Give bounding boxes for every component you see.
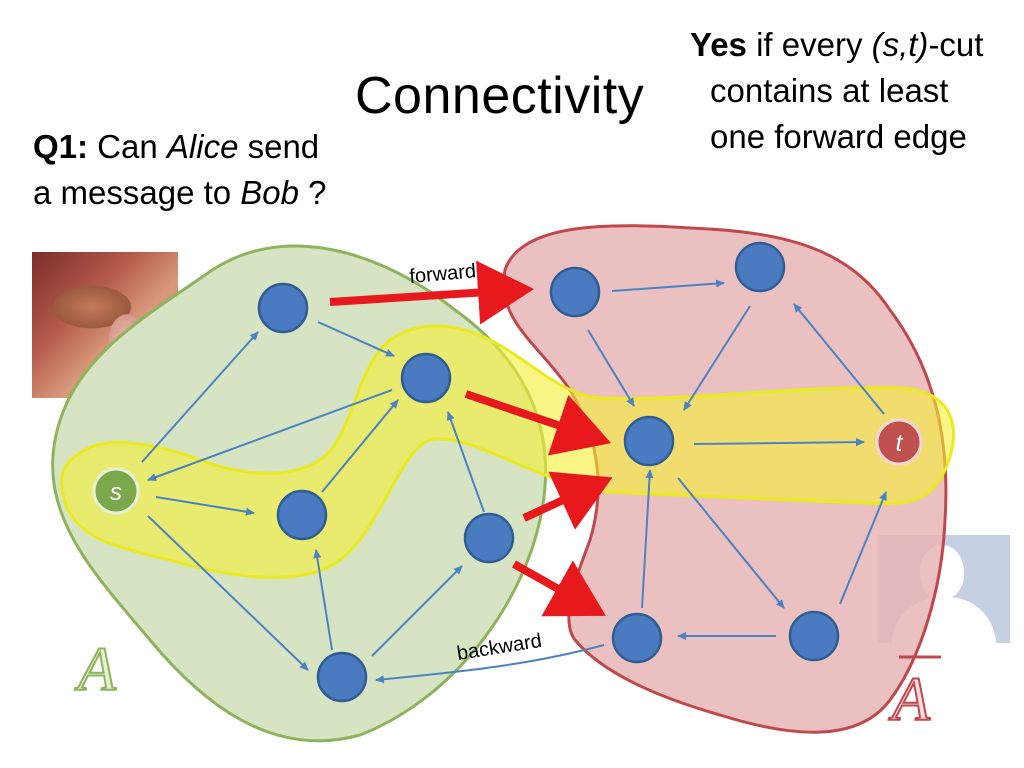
node: [611, 612, 663, 664]
bob-name: Bob: [240, 174, 299, 211]
edge: [321, 399, 399, 493]
edge: [141, 331, 259, 463]
set-a-bar-label: A: [888, 666, 931, 734]
answer-yes: Yes: [690, 26, 747, 63]
node: [400, 352, 452, 404]
question-part-3: a message to: [33, 174, 241, 211]
node: [549, 266, 601, 318]
node: [788, 610, 840, 662]
edge: [793, 303, 885, 415]
edge: [313, 549, 333, 651]
edge: [587, 329, 635, 407]
edge: [641, 469, 654, 609]
question-part-1: Can: [88, 128, 167, 165]
edge: [611, 279, 725, 292]
question-text: Q1: Can Alice send a message to Bob ?: [33, 124, 327, 216]
source-label: s: [110, 479, 122, 506]
edge: [317, 321, 395, 357]
source-node: [92, 467, 140, 515]
edges: [141, 279, 887, 684]
answer-text: Yes if every (s,t)-cut contains at least…: [690, 22, 983, 160]
edge: [155, 496, 255, 516]
node: [623, 415, 675, 467]
cut-edge-forward: [329, 260, 534, 325]
edge: [839, 491, 887, 605]
alice-name: Alice: [166, 128, 239, 165]
edge: [371, 565, 463, 657]
edge: [693, 438, 865, 447]
answer-part-2: -cut: [928, 26, 984, 63]
edge: [677, 477, 785, 609]
slide-title: Connectivity: [355, 67, 645, 125]
cut-edge: [464, 390, 612, 456]
edge-backward: [375, 644, 605, 684]
node: [316, 651, 368, 703]
edge: [446, 411, 485, 513]
sink-node: [875, 418, 923, 466]
answer-line-2: contains at least: [710, 72, 949, 109]
node: [463, 512, 515, 564]
edge: [147, 515, 309, 671]
cut-edge: [522, 471, 613, 530]
edge: [683, 305, 751, 411]
node: [276, 489, 328, 541]
question-part-4: ?: [299, 174, 327, 211]
answer-line-3: one forward edge: [710, 118, 967, 155]
set-a-label: A: [74, 636, 117, 704]
forward-label: forward: [409, 260, 477, 288]
edge: [147, 389, 393, 481]
answer-part-1: if every: [746, 26, 872, 63]
node: [257, 282, 309, 334]
answer-cut: (s,t): [871, 26, 929, 63]
question-label: Q1:: [33, 128, 89, 165]
nodes: [257, 241, 840, 703]
question-part-2: send: [238, 128, 320, 165]
sink-label: t: [896, 430, 904, 457]
cut-edge: [512, 560, 606, 617]
node: [734, 241, 786, 293]
cut-edges: [329, 260, 613, 617]
